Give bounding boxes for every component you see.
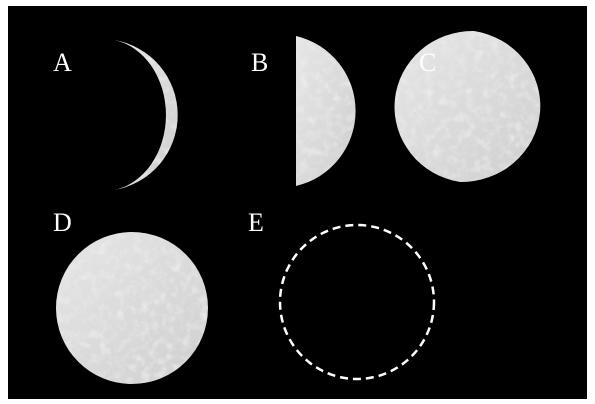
- moon-phase-a: [114, 40, 178, 190]
- moon-phase-e: [280, 225, 434, 379]
- crescent-texture: [114, 40, 178, 190]
- new-moon-outline: [280, 225, 434, 379]
- moon-phase-d: [56, 232, 208, 384]
- label-e: E: [248, 210, 264, 236]
- label-d: D: [53, 210, 72, 236]
- quarter-texture: [296, 36, 356, 186]
- diagram-frame: A B C D E: [8, 6, 587, 399]
- moon-phase-b: [296, 36, 356, 186]
- moon-phases-diagram: [8, 6, 587, 399]
- label-c: C: [419, 50, 436, 76]
- full-moon-texture: [56, 232, 208, 384]
- label-b: B: [251, 50, 268, 76]
- label-a: A: [53, 50, 72, 76]
- moon-phase-c: [395, 31, 541, 182]
- gibbous-texture: [395, 31, 541, 182]
